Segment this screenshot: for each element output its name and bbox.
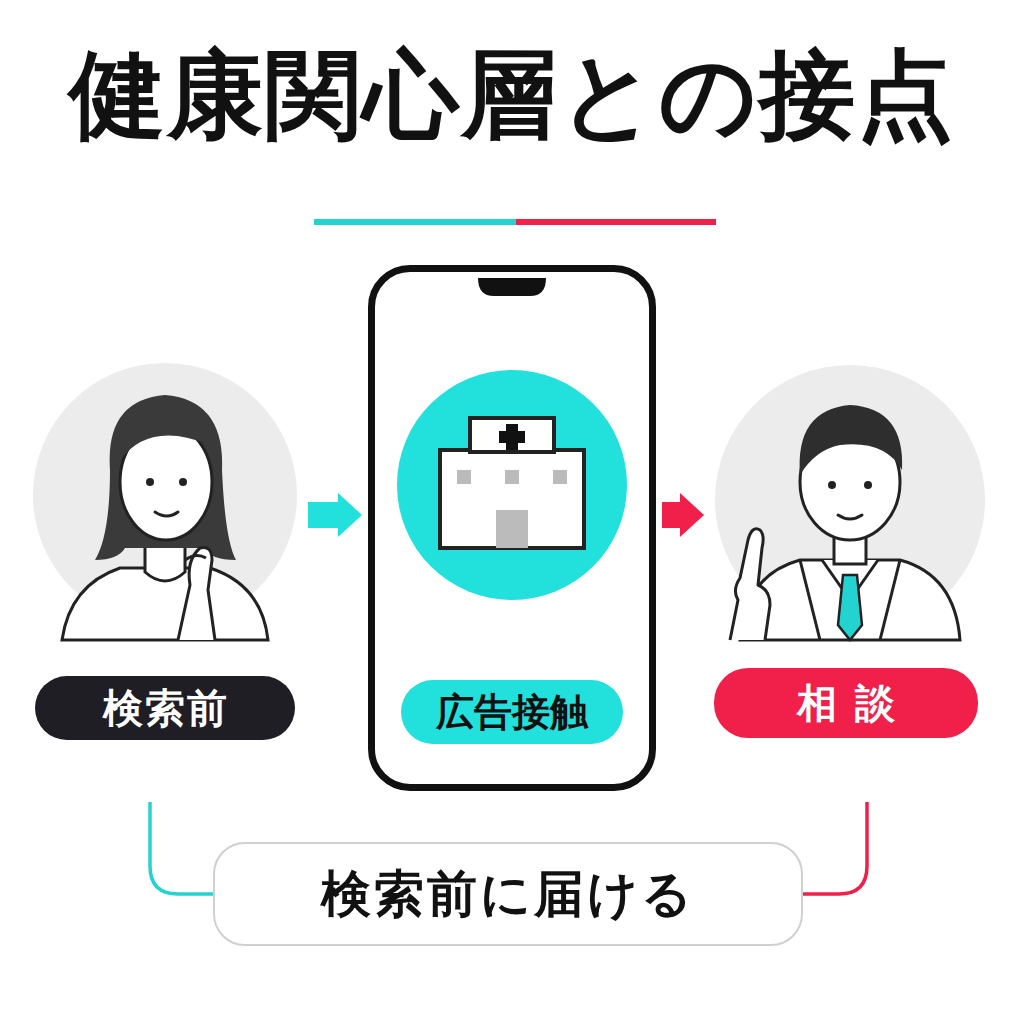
- message-box: 検索前に届ける: [213, 842, 803, 946]
- connector: [803, 802, 867, 894]
- search-before-group: 検索前: [28, 360, 302, 744]
- hospital-icon: [397, 278, 627, 600]
- doctor-figure: [715, 365, 985, 640]
- label-pill: 相談: [714, 668, 978, 738]
- arrow-shaft: [662, 502, 682, 528]
- message-text: 検索前に届ける: [321, 864, 695, 924]
- bracket-line: [150, 802, 213, 894]
- woman-figure: [33, 363, 297, 640]
- phone-frame: 広告接触: [368, 265, 656, 791]
- connector: [150, 802, 213, 894]
- bracket-line: [803, 802, 867, 894]
- underline-cyan: [314, 219, 516, 225]
- label-pill: 広告接触: [401, 680, 623, 744]
- arrow-head: [680, 493, 704, 537]
- label-pill: 検索前: [35, 676, 295, 740]
- connector: [308, 493, 362, 537]
- title: 健康関心層との接点: [0, 40, 1024, 150]
- underline-red: [516, 219, 716, 225]
- arrow-shaft: [308, 502, 340, 528]
- connector: [662, 493, 704, 537]
- arrow-head: [338, 493, 362, 537]
- consult-group: 相談: [710, 360, 982, 744]
